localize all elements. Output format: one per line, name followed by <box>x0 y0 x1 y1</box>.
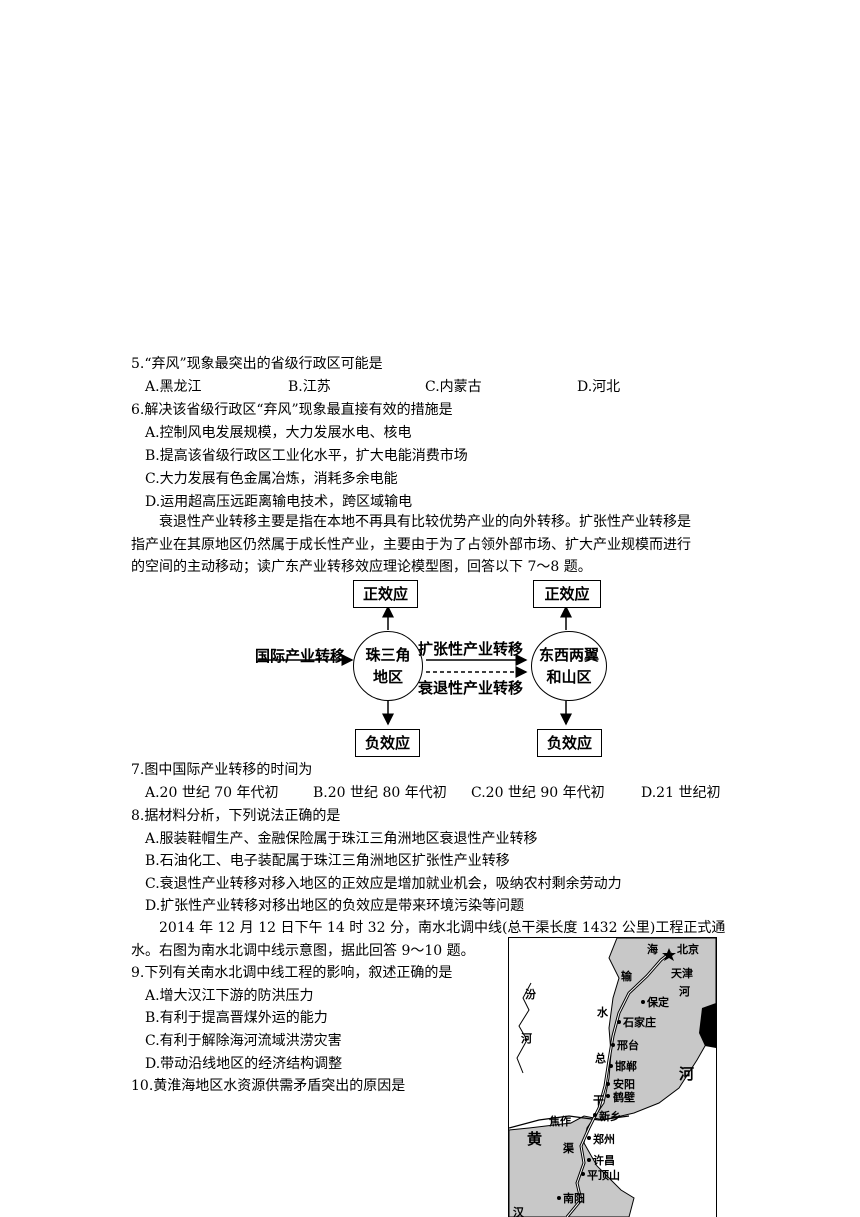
map-label-jiaozuo: 焦作 <box>549 1115 571 1128</box>
q9-option-b: B.有利于提高晋煤外运的能力 <box>145 1010 328 1026</box>
canal-char-4: 干 <box>593 1094 604 1107</box>
map-label-he-left: 河 <box>521 1032 532 1045</box>
map-label-he-big: 河 <box>679 1065 695 1083</box>
q8-option-d: D.扩张性产业转移对移出地区的负效应是带来环境污染等问题 <box>145 898 525 914</box>
passage2-line2: 水。右图为南水北调中线示意图，据此回答 9～10 题。 <box>131 943 475 959</box>
q7-option-b: B.20 世纪 80 年代初 <box>313 785 447 801</box>
q6-option-c: C.大力发展有色金属冶炼，消耗多余电能 <box>145 471 398 487</box>
target-line1: 东西两翼 <box>538 646 599 664</box>
canal-char-2: 水 <box>597 1006 608 1019</box>
q5-option-c: C.内蒙古 <box>425 379 482 395</box>
diagram-arrows <box>258 605 572 726</box>
q9-option-c: C.有利于解除海河流域洪涝灾害 <box>145 1033 342 1049</box>
map-label-xingtai: 邢台 <box>617 1039 639 1052</box>
map-label-baoding: 保定 <box>647 996 669 1009</box>
q8-option-a: A.服装鞋帽生产、金融保险属于珠江三角洲地区衰退性产业转移 <box>145 831 538 847</box>
passage1-line3: 的空间的主动移动；读广东产业转移效应理论模型图，回答以下 7～8 题。 <box>131 559 592 575</box>
q8-option-b: B.石油化工、电子装配属于珠江三角洲地区扩张性产业转移 <box>145 853 510 869</box>
map-label-anyang: 安阳 <box>613 1078 635 1091</box>
international-transfer-label: 国际产业转移 <box>255 647 346 665</box>
beijing-star <box>662 948 676 961</box>
dot-xinxiang <box>593 1113 597 1117</box>
negative-effect-right: 负效应 <box>537 729 602 757</box>
prd-line1: 珠三角 <box>365 646 411 664</box>
map-label-han: 汉 <box>513 1206 524 1217</box>
dot-pingdingshan <box>581 1172 585 1176</box>
q8-stem: 8.据材料分析，下列说法正确的是 <box>131 808 341 824</box>
q6-option-d: D.运用超高压远距离输电技术，跨区域输电 <box>145 494 413 510</box>
dot-nanyang <box>557 1196 561 1200</box>
map-label-zhengzhou: 郑州 <box>593 1133 615 1146</box>
passage1-line2: 指产业在其原地区仍然属于成长性产业，主要由于为了占领外部市场、扩大产业规模而进行 <box>131 537 691 553</box>
industry-transfer-diagram: 正效应 正效应 负效应 负效应 国际产业转移 珠三角地区 东西两翼和山区 扩张性… <box>250 577 630 762</box>
map-label-fen: 汾 <box>525 988 536 1001</box>
q6-stem: 6.解决该省级行政区“弃风”现象最直接有效的措施是 <box>131 402 453 418</box>
map-label-handan: 邯郸 <box>615 1060 637 1073</box>
dot-xingtai <box>611 1043 615 1047</box>
prd-region-node: 珠三角地区 <box>353 631 423 701</box>
map-label-pingdingshan: 平顶山 <box>587 1169 620 1182</box>
q7-stem: 7.图中国际产业转移的时间为 <box>131 762 313 778</box>
target-line2: 和山区 <box>546 668 592 686</box>
map-label-hai: 海 <box>647 943 658 956</box>
positive-effect-right: 正效应 <box>533 580 601 608</box>
map-label-nanyang: 南阳 <box>563 1192 585 1205</box>
q10-stem: 10.黄淮海地区水资源供需矛盾突出的原因是 <box>131 1078 406 1094</box>
positive-effect-left: 正效应 <box>353 580 418 608</box>
expansion-transfer-label: 扩张性产业转移 <box>418 640 524 658</box>
passage1-line1: 衰退性产业转移主要是指在本地不再具有比较优势产业的向外转移。扩张性产业转移是 <box>159 514 691 530</box>
map-label-huang: 黄 <box>527 1130 543 1148</box>
q9-option-d: D.带动沿线地区的经济结构调整 <box>145 1056 343 1072</box>
q5-option-a: A.黑龙江 <box>145 379 202 395</box>
q6-option-a: A.控制风电发展规模，大力发展水电、核电 <box>145 425 412 441</box>
dot-handan <box>609 1064 613 1068</box>
decline-transfer-label: 衰退性产业转移 <box>418 679 524 697</box>
map-shapes <box>509 938 716 1217</box>
q9-stem: 9.下列有关南水北调中线工程的影响，叙述正确的是 <box>131 965 453 981</box>
map-label-xinxiang: 新乡 <box>599 1110 621 1123</box>
map-label-beijing: 北京 <box>677 943 699 956</box>
q5-stem: 5.“弃风”现象最突出的省级行政区可能是 <box>131 356 383 372</box>
dot-xuchang <box>587 1158 591 1162</box>
negative-effect-left: 负效应 <box>355 729 420 757</box>
map-label-xuchang: 许昌 <box>593 1154 615 1167</box>
q6-option-b: B.提高该省级行政区工业化水平，扩大电能消费市场 <box>145 448 468 464</box>
canal-char-5: 渠 <box>563 1142 574 1155</box>
south-north-water-map: 海 北京 天津 河 保定 石家庄 邢台 邯郸 安阳 鹤壁 新乡 焦作 郑州 许昌… <box>508 937 717 1217</box>
map-label-shijiazhuang: 石家庄 <box>623 1016 656 1029</box>
map-label-tianjin: 天津 <box>671 967 693 980</box>
prd-line2: 地区 <box>372 668 403 686</box>
target-region-node: 东西两翼和山区 <box>531 631 607 701</box>
dot-shijiazhuang <box>617 1020 621 1024</box>
q9-option-a: A.增大汉江下游的防洪压力 <box>145 988 314 1004</box>
passage2-line1: 2014 年 12 月 12 日下午 14 时 32 分，南水北调中线(总干渠长… <box>159 920 726 936</box>
q7-option-a: A.20 世纪 70 年代初 <box>145 785 279 801</box>
q8-option-c: C.衰退性产业转移对移入地区的正效应是增加就业机会，吸纳农村剩余劳动力 <box>145 876 622 892</box>
q5-option-b: B.江苏 <box>288 379 331 395</box>
q7-option-d: D.21 世纪初 <box>641 785 721 801</box>
dot-hebi <box>606 1094 610 1098</box>
canal-char-1: 输 <box>621 970 632 983</box>
q7-option-c: C.20 世纪 90 年代初 <box>471 785 605 801</box>
dot-baoding <box>641 1000 645 1004</box>
dot-anyang <box>606 1082 610 1086</box>
q5-option-d: D.河北 <box>577 379 621 395</box>
map-label-he-right: 河 <box>679 985 690 998</box>
canal-char-3: 总 <box>595 1052 606 1065</box>
dot-zhengzhou <box>587 1136 591 1140</box>
map-label-hebi: 鹤壁 <box>613 1091 635 1104</box>
